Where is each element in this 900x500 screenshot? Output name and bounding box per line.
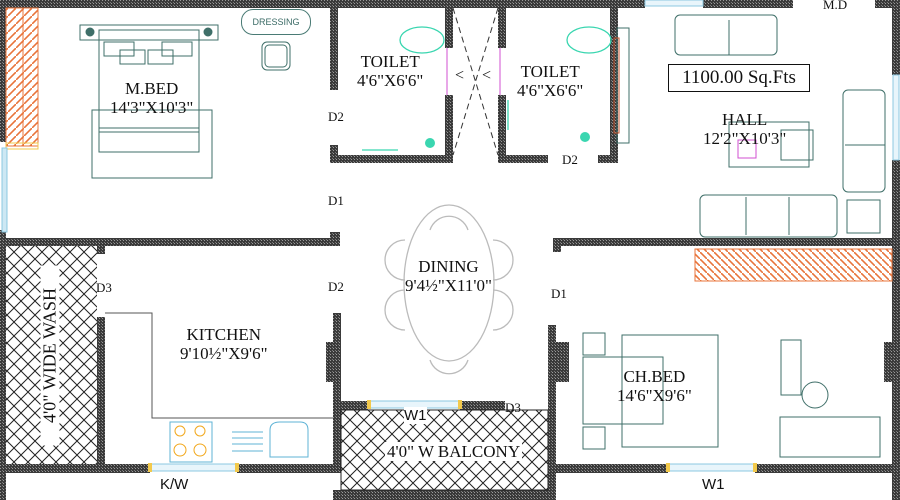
room-hall: HALL 12'2"X10'3" [703,110,786,148]
svg-text:<: < [455,67,464,84]
room-kitchen: KITCHEN 9'10½"X9'6" [180,325,268,363]
room-size: 4'6"X6'6" [357,71,424,90]
wardrobe-chbed [694,248,893,282]
room-name: HALL [721,110,768,129]
room-size: 14'6"X9'6" [617,386,692,405]
room-name: M.BED [124,79,179,98]
room-child-bed: CH.BED 14'6"X9'6" [617,367,692,405]
door-d2-mbed: D2 [328,109,344,124]
room-size: 14'3"X10'3" [110,98,194,117]
room-master-bed: M.BED 14'3"X10'3" [110,79,193,117]
room-name: CH.BED [623,367,686,386]
window-kitchen: K/W [160,476,189,493]
room-balcony: 4'0" W BALCONY [385,442,523,461]
wardrobe-mbed [5,7,39,147]
room-name: TOILET [520,62,580,81]
dressing-stool [261,41,291,71]
child-bed [582,332,881,458]
svg-text:<: < [482,67,491,84]
master-bed [79,24,219,179]
door-d3-kitchen: D3 [96,280,112,295]
door-d2-toilet: D2 [562,152,578,167]
room-name: TOILET [360,52,420,71]
door-d1-chbed: D1 [551,286,567,301]
door-d2-kitchen: D2 [328,279,344,294]
door-d3-balcony: D3 [505,400,521,415]
room-name: DINING [418,257,479,276]
room-size: 9'10½"X9'6" [180,344,268,363]
total-area-box: 1100.00 Sq.Fts [668,64,810,92]
room-toilet-1: TOILET 4'6"X6'6" [357,52,423,90]
room-name: KITCHEN [186,325,262,344]
room-size: 12'2"X10'3" [703,129,787,148]
room-size: 9'4½"X11'0" [405,276,492,295]
door-d1-mbed: D1 [328,193,344,208]
dressing-table-label: DRESSING [241,9,311,35]
room-dining: DINING 9'4½"X11'0" [405,257,492,295]
main-door: M.D [823,0,848,12]
dining-set [384,204,514,375]
room-toilet-2: TOILET 4'6"X6'6" [517,62,583,100]
room-wash: 4'0" WIDE WASH [40,265,60,446]
hall-furniture [616,14,886,238]
window-chbed: W1 [702,476,725,493]
window-balcony: W1 [404,407,427,424]
room-size: 4'6"X6'6" [517,81,584,100]
kitchen-counter [105,312,333,419]
